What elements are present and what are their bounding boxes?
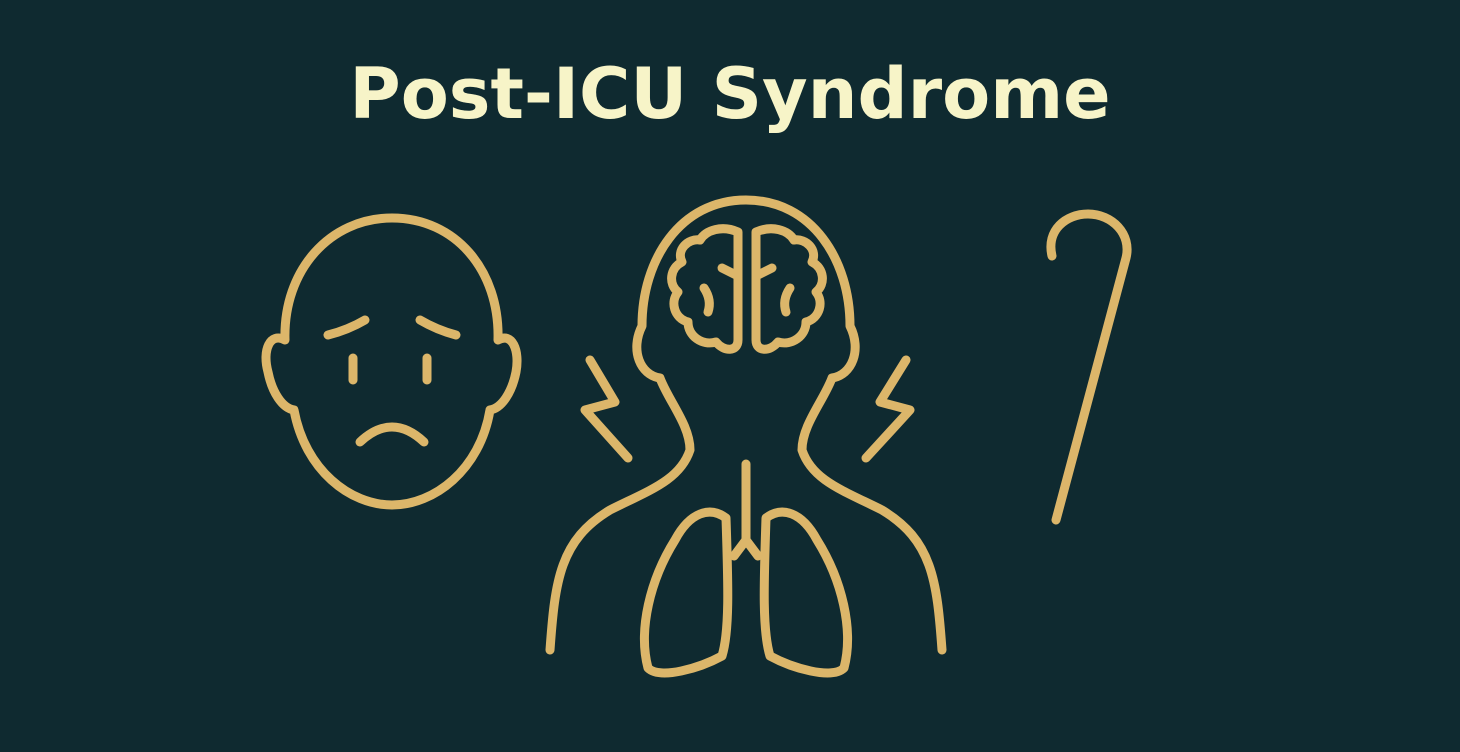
sad-face-icon (261, 213, 522, 510)
page-title: Post-ICU Syndrome (349, 53, 1111, 135)
cane-icon (1046, 209, 1132, 525)
brain-body-lungs-icon (545, 195, 947, 678)
